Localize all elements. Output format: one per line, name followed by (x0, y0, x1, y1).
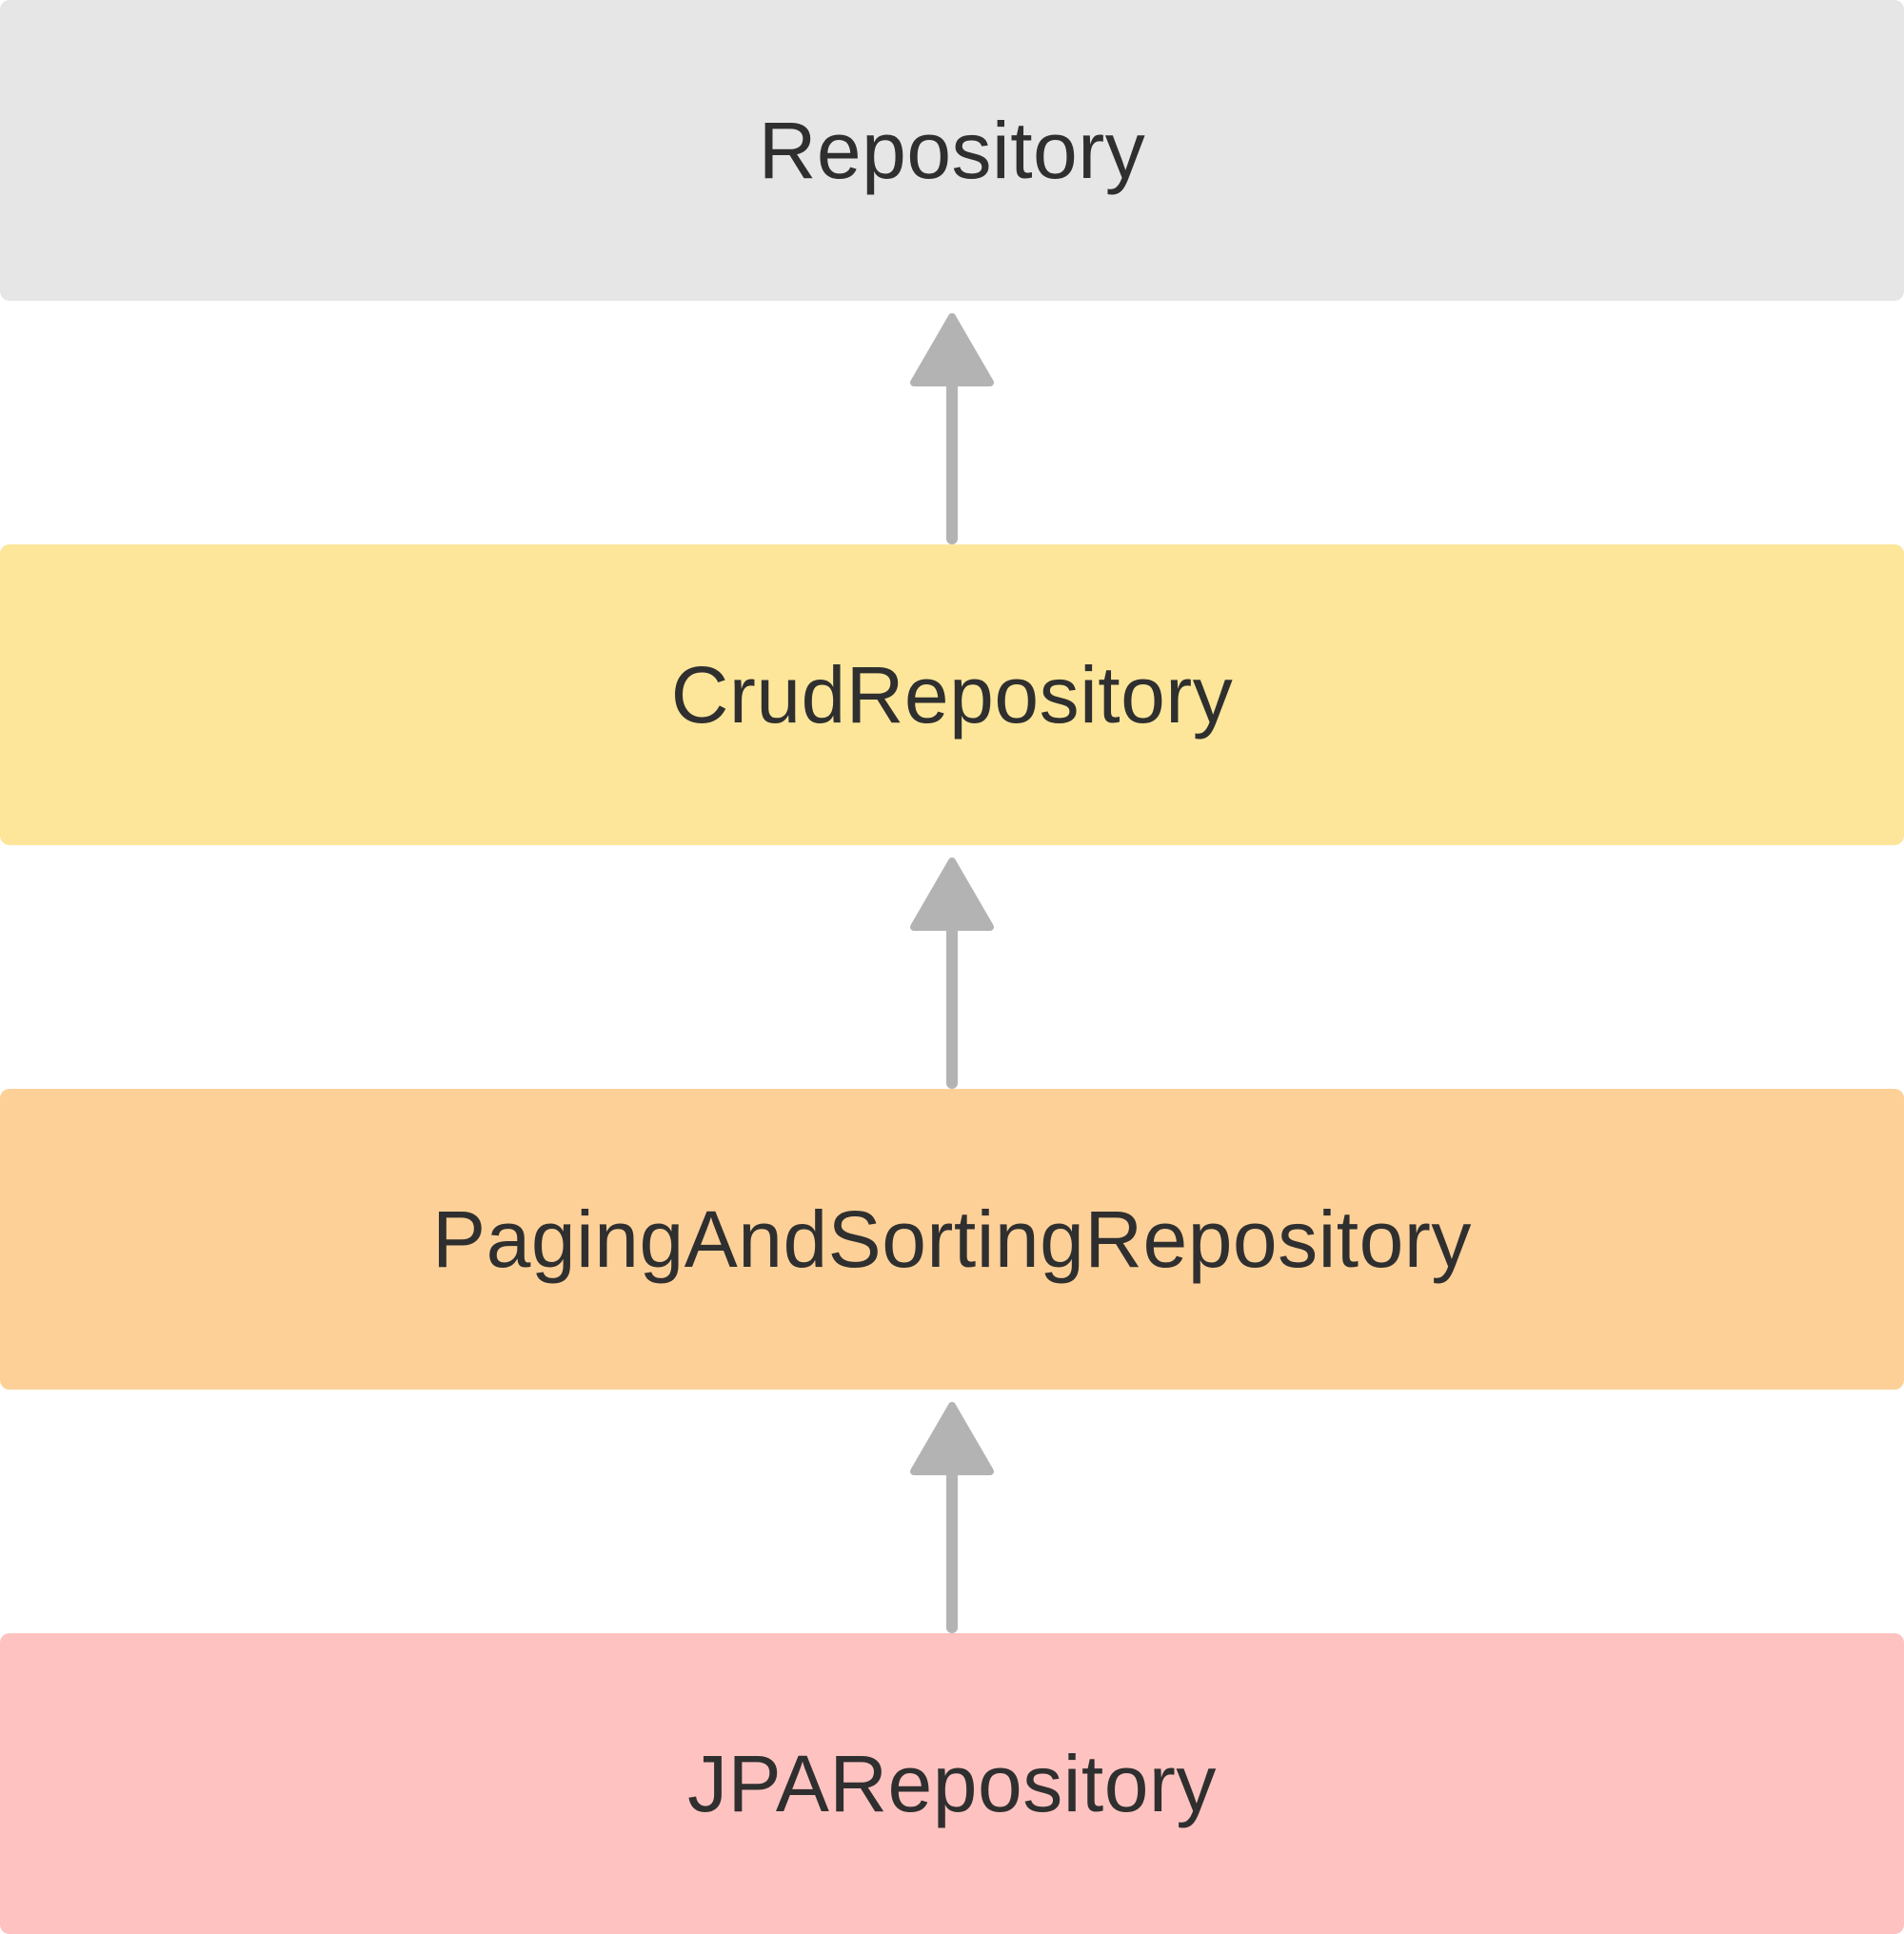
repository-label: Repository (758, 105, 1146, 195)
paging-and-sorting-repository-box: PagingAndSortingRepository (0, 1089, 1904, 1390)
arrow-crud-to-repository (910, 313, 994, 544)
arrow-paging-to-crud (910, 858, 994, 1089)
jpa-repository-label: JPARepository (687, 1738, 1217, 1828)
paging-and-sorting-repository-label: PagingAndSortingRepository (432, 1194, 1472, 1284)
repository-box: Repository (0, 0, 1904, 301)
crud-repository-label: CrudRepository (670, 649, 1234, 740)
jpa-repository-box: JPARepository (0, 1633, 1904, 1934)
arrow-jpa-to-paging (910, 1402, 994, 1633)
crud-repository-box: CrudRepository (0, 544, 1904, 845)
